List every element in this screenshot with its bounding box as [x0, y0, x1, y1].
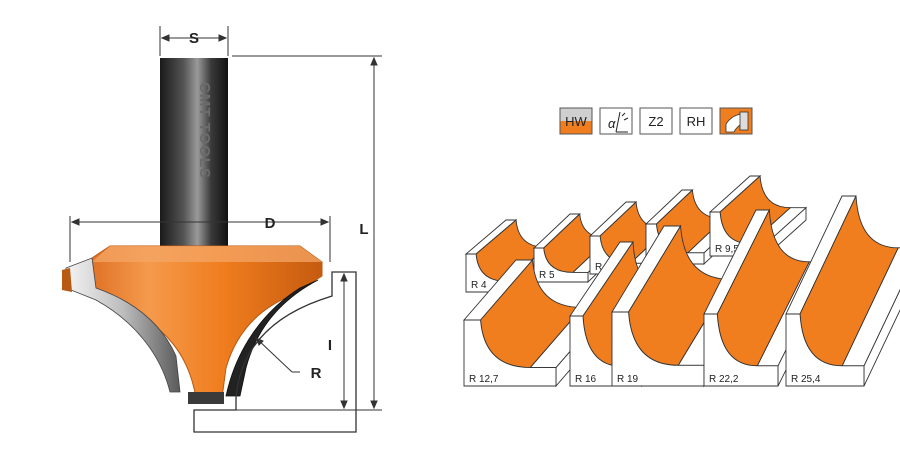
profile-top-0-label: R 4 [471, 280, 487, 291]
dim-label-d: D [265, 215, 276, 232]
profile-bottom-0-label: R 12,7 [469, 374, 499, 385]
carbide-insert-right [225, 279, 319, 397]
badge-cutter [719, 107, 753, 135]
dim-label-r: R [311, 365, 322, 382]
badge-rh-label: RH [687, 114, 706, 129]
profile-bottom-3-front [703, 313, 779, 387]
shank [160, 58, 228, 254]
bit-tip [188, 392, 224, 404]
dimension-lines [69, 26, 382, 411]
shank-text: CMT TOOLS [196, 82, 213, 179]
cutting-edge-left [62, 268, 72, 292]
svg-text:α: α [608, 116, 616, 131]
profile-bottom-3-label: R 22,2 [709, 374, 739, 385]
carbide-insert-left [65, 257, 181, 393]
profile-bottom-4: R 25,4 [785, 195, 900, 387]
feature-badges: HW α Z2 RH [559, 107, 753, 135]
profile-bottom-1-label: R 16 [575, 374, 597, 385]
profile-top-1-label: R 5 [539, 270, 555, 281]
dim-label-i: I [328, 337, 332, 354]
body-top-face [92, 246, 322, 262]
dim-label-s: S [189, 30, 199, 47]
badge-z2: Z2 [639, 107, 673, 135]
profile-bottom-0-front [463, 319, 557, 387]
badge-alpha: α [599, 107, 633, 135]
profile-bottom-4-label: R 25,4 [791, 374, 821, 385]
rake-angle-icon [615, 111, 629, 133]
router-bit: CMT TOOLS [62, 58, 323, 404]
profile-top-1-front [533, 247, 589, 283]
badge-rh: RH [679, 107, 713, 135]
profile-bottom-4-front [785, 313, 865, 387]
workpiece-outline [193, 271, 357, 433]
profile-bottom-2-label: R 19 [617, 374, 639, 385]
dim-label-l: L [359, 221, 368, 238]
profile-bottom-2-front [611, 311, 705, 387]
badge-hw: HW [559, 107, 593, 135]
badge-z2-label: Z2 [648, 114, 663, 129]
cutter-body [73, 245, 323, 399]
profiles-bottom-row: R 12,7 R 16 R 19 R 22,2 R 25,4 [463, 195, 900, 388]
profile-top-4-label: R 9,5 [715, 244, 739, 255]
badge-hw-label: HW [565, 114, 587, 129]
